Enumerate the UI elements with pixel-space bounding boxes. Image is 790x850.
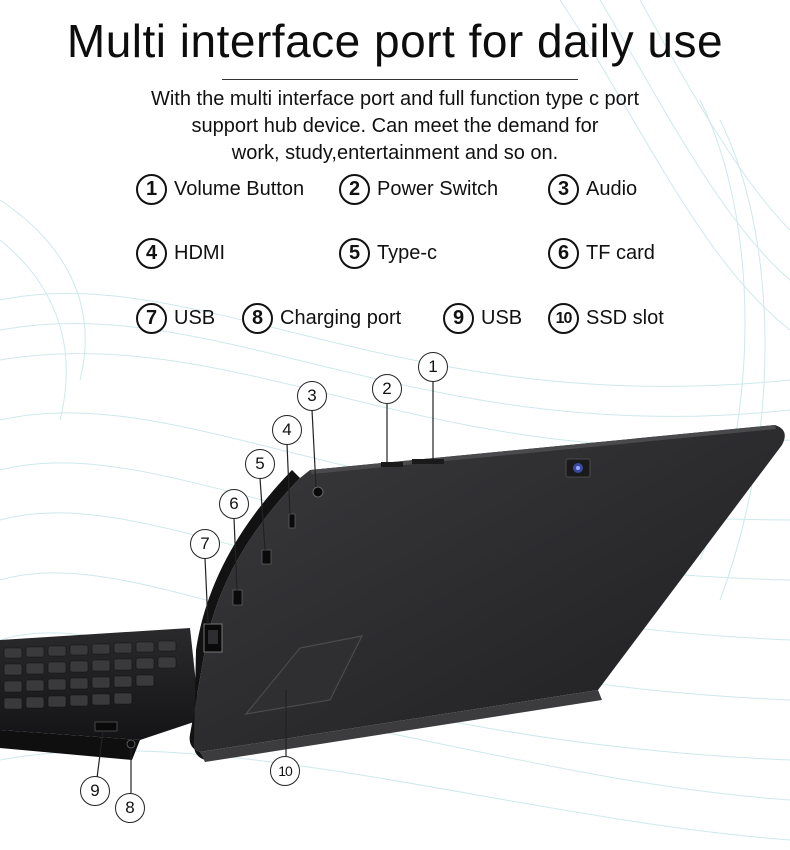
- volume-button: [412, 459, 444, 464]
- legend-number: 9: [443, 303, 474, 334]
- legend-item-power-switch: 2 Power Switch: [339, 174, 498, 205]
- legend-label: Volume Button: [174, 178, 305, 200]
- legend-item-usb-7: 7 USB: [136, 303, 215, 334]
- callout-10: 10: [270, 756, 300, 786]
- legend-label: Type-c: [377, 242, 438, 264]
- legend-item-audio: 3 Audio: [548, 174, 637, 205]
- callout-2: 2: [372, 374, 402, 404]
- tf-card-slot: [232, 589, 243, 606]
- camera-icon: [565, 458, 591, 478]
- legend-number: 7: [136, 303, 167, 334]
- ssd-slot-cover: [244, 635, 364, 715]
- subtitle-line: work, study,entertainment and so on.: [231, 142, 559, 164]
- legend-number: 3: [548, 174, 579, 205]
- legend-item-tf-card: 6 TF card: [548, 238, 655, 269]
- subtitle: With the multi interface port and full f…: [95, 86, 695, 167]
- legend-label: Power Switch: [377, 178, 499, 200]
- legend-item-volume-button: 1 Volume Button: [136, 174, 304, 205]
- legend-number: 6: [548, 238, 579, 269]
- callout-leader-lines: [96, 382, 434, 793]
- callout-9: 9: [80, 776, 110, 806]
- power-switch: [381, 462, 403, 467]
- legend-item-charging-port: 8 Charging port: [242, 303, 401, 334]
- title-divider: [222, 79, 578, 80]
- callout-3: 3: [297, 381, 327, 411]
- legend-label: Charging port: [280, 307, 402, 329]
- callout-7: 7: [190, 529, 220, 559]
- callout-6: 6: [219, 489, 249, 519]
- tablet-body: [189, 425, 785, 762]
- legend-number: 8: [242, 303, 273, 334]
- legend-label: USB: [174, 307, 216, 329]
- legend-label: Audio: [586, 178, 638, 200]
- callout-4: 4: [272, 415, 302, 445]
- charging-port-8: [126, 739, 136, 749]
- keyboard-base: [0, 628, 200, 760]
- legend-item-type-c: 5 Type-c: [339, 238, 437, 269]
- subtitle-line: support hub device. Can meet the demand …: [191, 115, 599, 137]
- hdmi-port: [288, 513, 296, 529]
- legend-item-ssd-slot: 10 SSD slot: [548, 303, 664, 334]
- legend-number: 4: [136, 238, 167, 269]
- usb-port-9: [94, 721, 118, 732]
- legend-label: USB: [481, 307, 523, 329]
- subtitle-line: With the multi interface port and full f…: [150, 88, 640, 110]
- legend-number: 10: [548, 303, 579, 334]
- legend-number: 2: [339, 174, 370, 205]
- type-c-port: [261, 549, 272, 565]
- callout-5: 5: [245, 449, 275, 479]
- legend-number: 5: [339, 238, 370, 269]
- callout-8: 8: [115, 793, 145, 823]
- audio-jack: [312, 486, 324, 498]
- legend-number: 1: [136, 174, 167, 205]
- legend-item-usb-9: 9 USB: [443, 303, 522, 334]
- legend-label: SSD slot: [586, 307, 664, 329]
- legend-item-hdmi: 4 HDMI: [136, 238, 225, 269]
- legend-label: TF card: [586, 242, 655, 264]
- legend-label: HDMI: [174, 242, 226, 264]
- page-title: Multi interface port for daily use: [66, 15, 724, 67]
- callout-1: 1: [418, 352, 448, 382]
